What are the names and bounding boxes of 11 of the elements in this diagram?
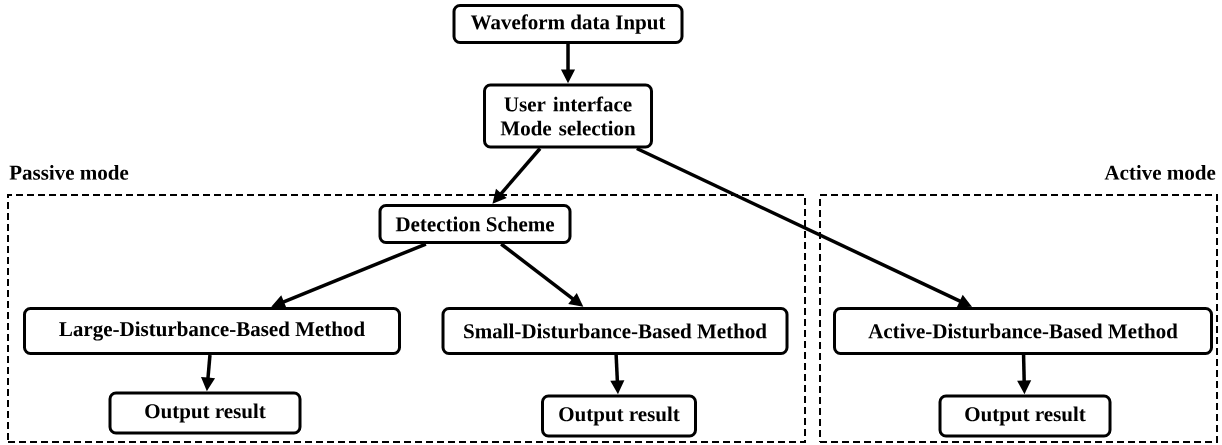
process-box: Waveform data Input	[452, 4, 684, 44]
group-heading: Active mode	[1104, 165, 1216, 180]
process-box: Active-Disturbance-Based Method	[833, 307, 1213, 355]
process-box: Output result	[938, 394, 1112, 438]
process-box: Small-Disturbance-Based Method	[441, 307, 789, 355]
process-box: User interface Mode selection	[483, 83, 653, 149]
process-box: Output result	[108, 391, 302, 435]
group-heading: Passive mode	[9, 165, 129, 180]
process-box: Large-Disturbance-Based Method	[23, 307, 401, 355]
process-box: Output result	[541, 394, 697, 438]
process-box: Detection Scheme	[378, 204, 572, 244]
